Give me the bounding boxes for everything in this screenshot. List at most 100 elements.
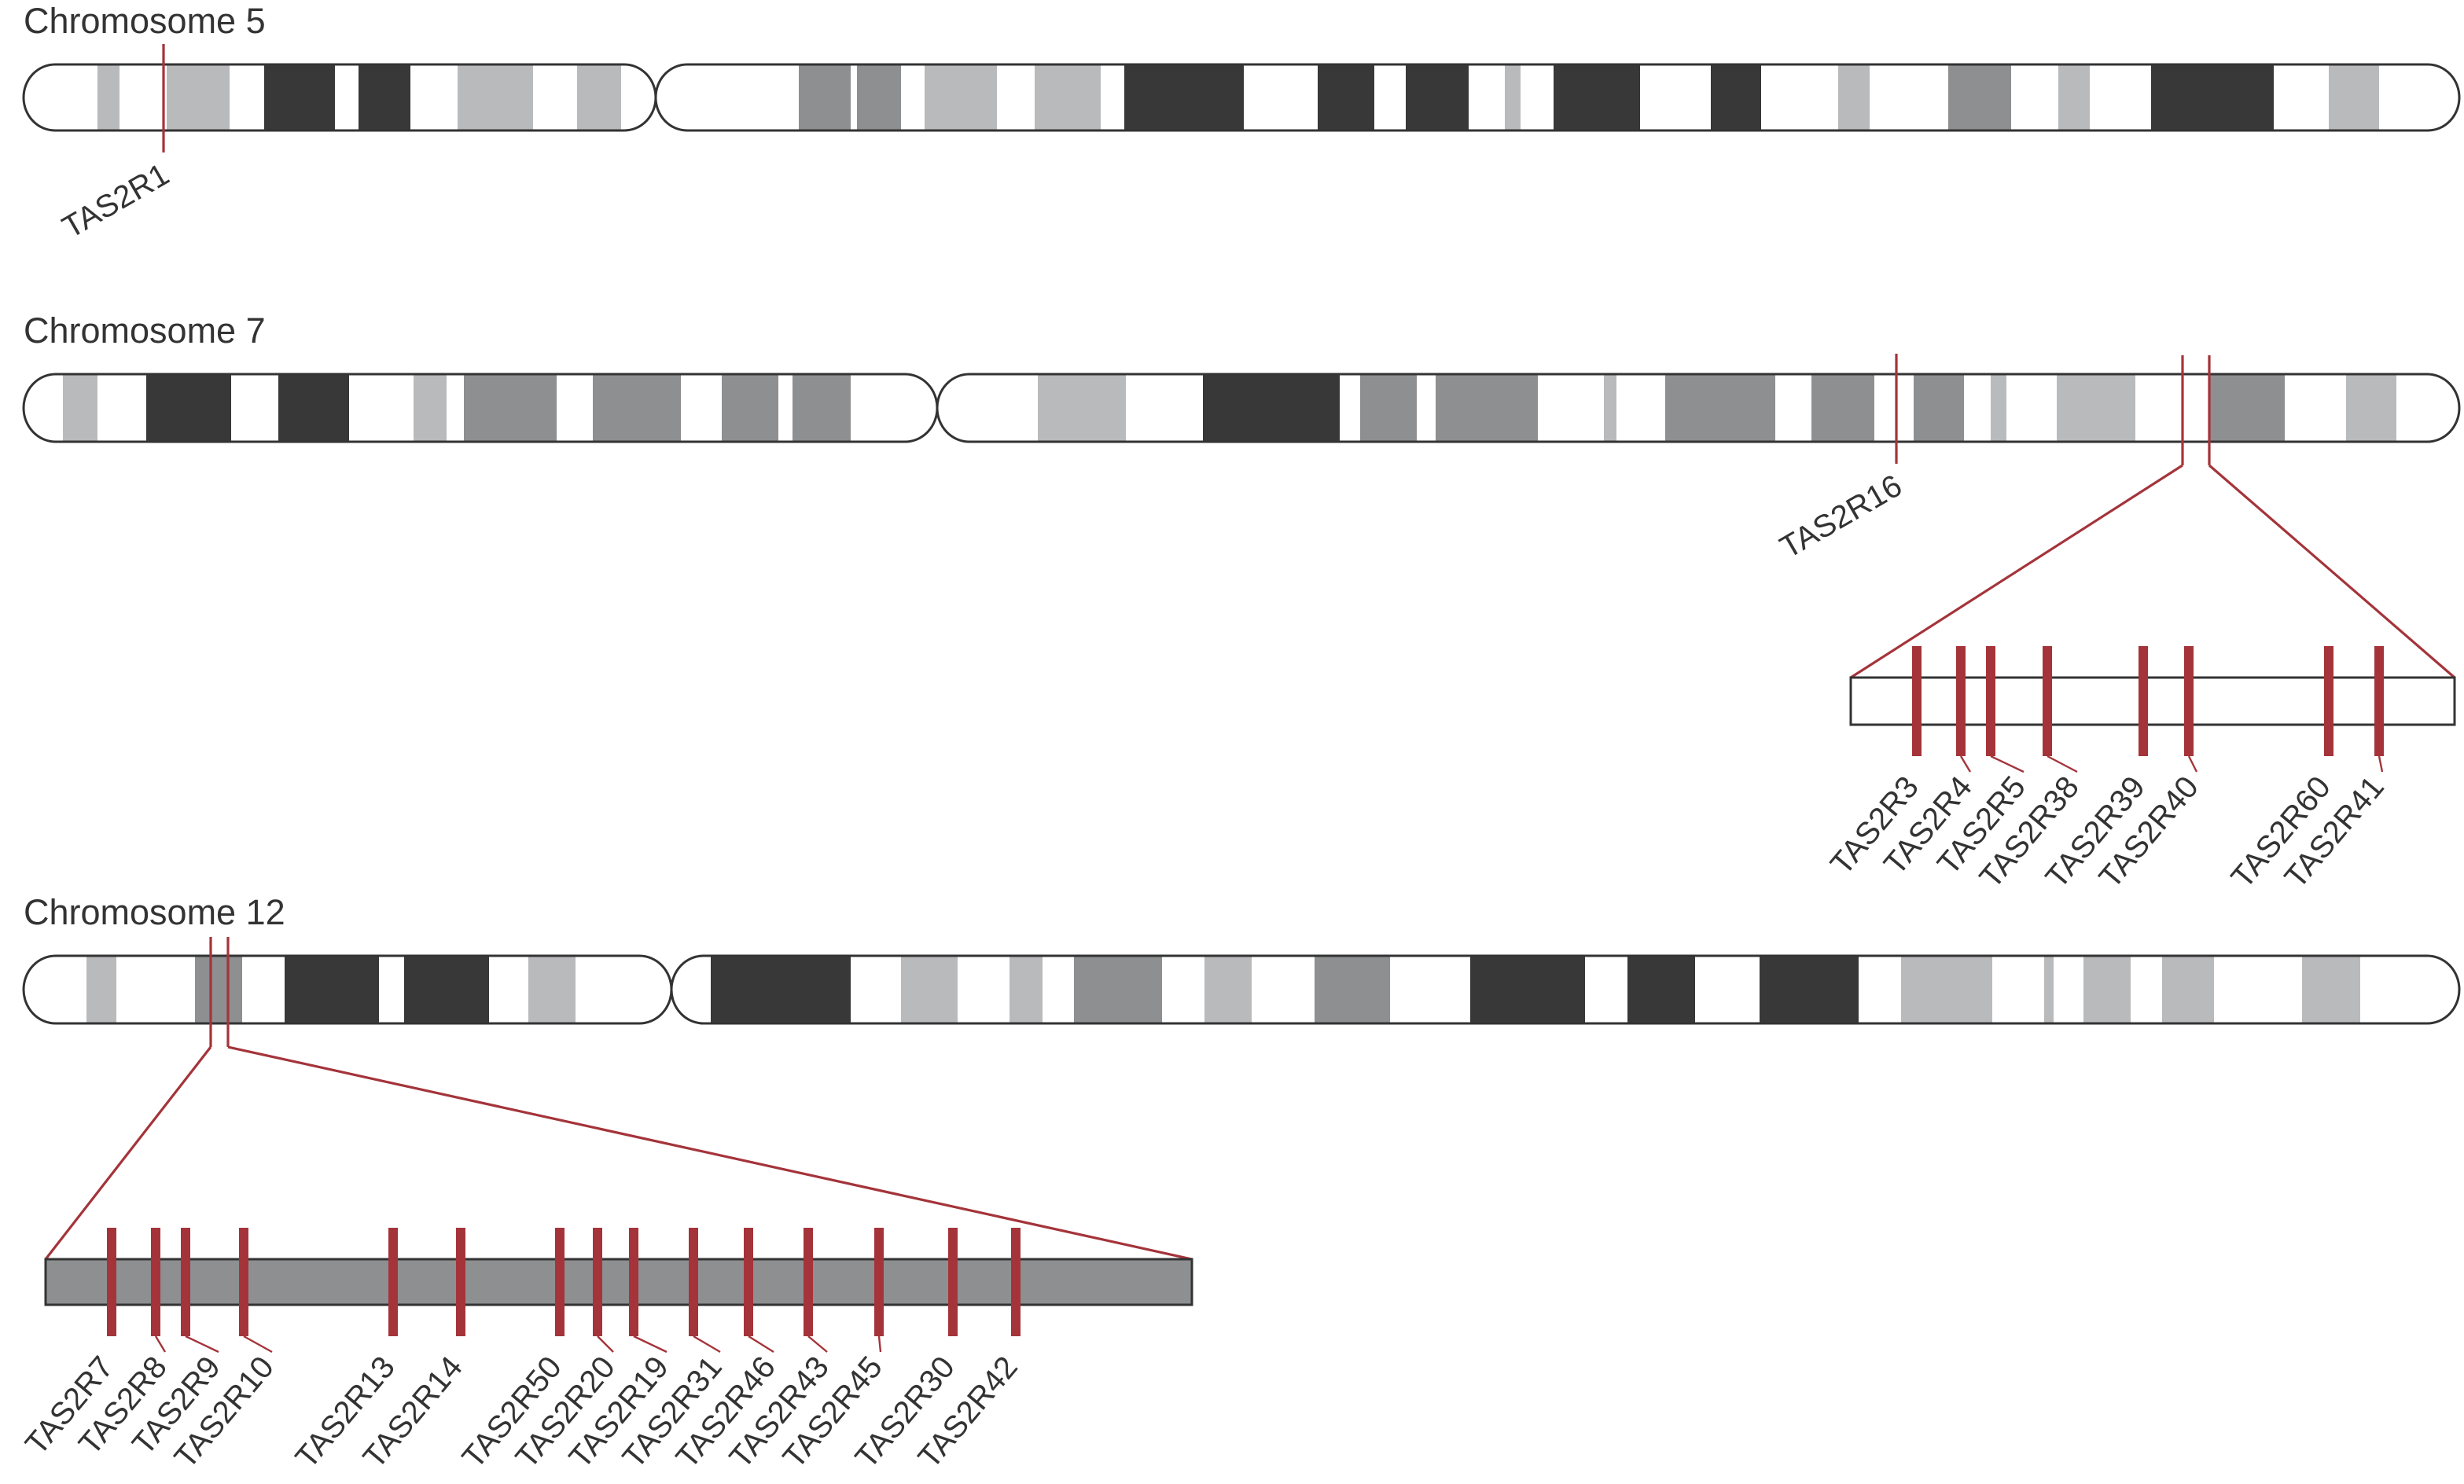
chromosome-5-title: Chromosome 5 (24, 1, 266, 41)
gene-bar (181, 1228, 190, 1336)
gene-bar (151, 1228, 160, 1336)
band-dark (1627, 956, 1695, 1023)
gene-bar (555, 1228, 565, 1336)
band-light (2044, 956, 2054, 1023)
band-mid (1436, 374, 1538, 442)
band-dark (404, 956, 489, 1023)
band-dark (1711, 64, 1761, 130)
band-dark (1760, 956, 1859, 1023)
band-mid (195, 956, 242, 1023)
gene-bar (456, 1228, 465, 1336)
band-light (1838, 64, 1870, 130)
band-mid (464, 374, 557, 442)
band-dark (1124, 64, 1244, 130)
band-light (577, 64, 621, 130)
q-arm (937, 374, 2459, 442)
band-dark (1554, 64, 1640, 130)
band-mid (1665, 374, 1775, 442)
band-light (1991, 374, 2006, 442)
label-leader-line (633, 1335, 667, 1354)
band-mid (799, 64, 851, 130)
label-leader-line (243, 1335, 273, 1354)
band-light (1010, 956, 1043, 1023)
band-mid (793, 374, 851, 442)
label-leader-line (807, 1335, 828, 1353)
band-mid (593, 374, 681, 442)
band-dark (1406, 64, 1469, 130)
band-light (1505, 64, 1521, 130)
band-mid (2209, 374, 2285, 442)
label-leader-line (1959, 755, 1972, 773)
label-leader-line (2378, 755, 2384, 773)
band-dark (1203, 374, 1340, 442)
gene-bar (1912, 646, 1922, 756)
band-dark (146, 374, 231, 442)
band-light (86, 956, 116, 1023)
gene-bar (2324, 646, 2333, 756)
band-mid (722, 374, 778, 442)
gene-bar (744, 1228, 753, 1336)
band-light (2302, 956, 2360, 1023)
gene-bar (1011, 1228, 1021, 1336)
band-mid (1948, 64, 2011, 130)
gene-bar (689, 1228, 698, 1336)
arm-outline (670, 954, 2461, 1025)
label-leader-line (2187, 755, 2198, 773)
label-leader-line (597, 1335, 614, 1353)
gene-bar (388, 1228, 398, 1336)
band-light (2057, 374, 2135, 442)
band-dark (1470, 956, 1585, 1023)
band-dark (264, 64, 335, 130)
q-arm (671, 956, 2459, 1023)
band-light (2058, 64, 2090, 130)
band-light (925, 64, 997, 130)
gene-bar (593, 1228, 602, 1336)
label-leader-line (748, 1335, 774, 1354)
band-dark (278, 374, 349, 442)
band-dark (1318, 64, 1374, 130)
label-leader-line (2047, 755, 2078, 773)
gene-bar (874, 1228, 884, 1336)
q-arm (656, 64, 2459, 130)
band-light (1204, 956, 1252, 1023)
band-mid (1315, 956, 1390, 1023)
band-dark (359, 64, 410, 130)
band-light (1035, 64, 1101, 130)
gene-bar (2374, 646, 2384, 756)
gene-label: TAS2R1 (57, 157, 175, 245)
p-arm (24, 374, 937, 442)
zoom-line (1850, 464, 2183, 679)
chromosome-12-title: Chromosome 12 (24, 892, 285, 932)
band-light (1604, 374, 1616, 442)
band-mid (857, 64, 901, 130)
band-light (167, 64, 230, 130)
band-mid (1360, 374, 1417, 442)
band-mid (1811, 374, 1874, 442)
gene-bar (239, 1228, 248, 1336)
gene-bar (2184, 646, 2194, 756)
band-dark (285, 956, 379, 1023)
label-leader-line (693, 1335, 721, 1354)
arm-outline (936, 373, 2461, 443)
chromosome-7: TAS2R16TAS2R3TAS2R4TAS2R5TAS2R38TAS2R39T… (22, 354, 2461, 894)
gene-bar (948, 1228, 958, 1336)
label-leader-line (877, 1335, 882, 1353)
band-light (2329, 64, 2379, 130)
gene-bar (2139, 646, 2148, 756)
gene-bar (1956, 646, 1966, 756)
band-dark (2151, 64, 2274, 130)
gene-label: TAS2R16 (1774, 468, 1908, 565)
band-mid (1914, 374, 1964, 442)
label-leader-line (1990, 755, 2025, 773)
label-leader-line (185, 1335, 219, 1354)
zoom-line (227, 1045, 1193, 1261)
cluster-region (44, 1258, 1193, 1306)
p-arm (24, 64, 656, 130)
band-light (458, 64, 533, 130)
chromosome-7-title: Chromosome 7 (24, 310, 266, 351)
chromosome-5: TAS2R1 (22, 44, 2461, 245)
